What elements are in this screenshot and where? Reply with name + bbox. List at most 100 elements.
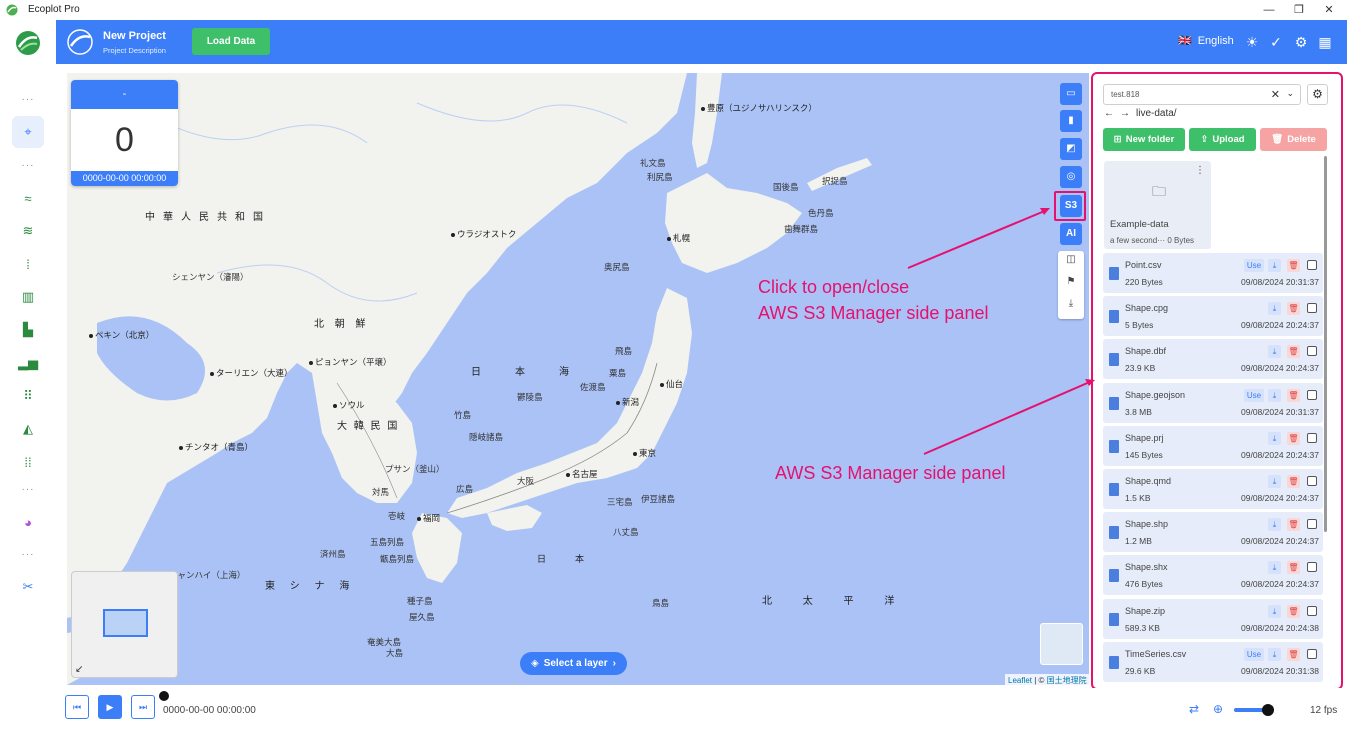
folder-card[interactable]: 🗀 ⋮ Example-data a few second··· 0 Bytes: [1104, 161, 1211, 249]
map-pin-icon[interactable]: ⌖: [12, 116, 44, 148]
trash-icon[interactable]: 🗑: [1287, 432, 1300, 445]
download-icon[interactable]: ⤓: [1268, 302, 1281, 315]
bucket-settings-button[interactable]: ⚙: [1307, 84, 1328, 105]
download-icon[interactable]: ⤓: [1068, 298, 1074, 309]
download-icon[interactable]: ⤓: [1268, 475, 1281, 488]
download-icon[interactable]: ⤓: [1268, 345, 1281, 358]
file-checkbox[interactable]: [1307, 390, 1317, 400]
minimap-toggle-icon[interactable]: ↙: [75, 664, 84, 675]
file-checkbox[interactable]: [1307, 476, 1317, 486]
timeline-handle[interactable]: [159, 691, 169, 701]
chart-icon[interactable]: ▮: [1060, 110, 1082, 132]
use-button[interactable]: Use: [1244, 389, 1264, 402]
download-icon[interactable]: ⤓: [1268, 259, 1281, 272]
trash-icon[interactable]: 🗑: [1287, 389, 1300, 402]
instagram-icon[interactable]: ◎: [1060, 166, 1082, 188]
globe-thumbnail[interactable]: [1040, 623, 1083, 665]
use-button[interactable]: Use: [1244, 259, 1264, 272]
pie-chart-icon[interactable]: ◕: [24, 514, 32, 530]
file-checkbox[interactable]: [1307, 433, 1317, 443]
skip-back-button[interactable]: ⏮: [65, 695, 89, 719]
dot-chart-icon[interactable]: ⁞⁞: [24, 454, 32, 470]
trash-icon[interactable]: 🗑: [1287, 345, 1300, 358]
image-icon[interactable]: ◩: [1060, 138, 1082, 160]
flag-icon[interactable]: ⚑: [1066, 276, 1076, 287]
ai-button[interactable]: AI: [1060, 223, 1082, 245]
minimap-viewport[interactable]: [103, 609, 148, 637]
file-checkbox[interactable]: [1307, 649, 1317, 659]
file-checkbox[interactable]: [1307, 303, 1317, 313]
download-icon[interactable]: ⤓: [1268, 648, 1281, 661]
chevron-down-icon[interactable]: ⌄: [1286, 88, 1294, 98]
bar-chart-icon[interactable]: ▥: [21, 289, 35, 304]
gsi-link[interactable]: 国土地理院: [1046, 676, 1087, 685]
project-name[interactable]: New Project: [103, 30, 166, 42]
line-chart-icon[interactable]: ≈: [24, 190, 32, 206]
download-icon[interactable]: ⤓: [1268, 518, 1281, 531]
bar-chart-2-icon[interactable]: ▙: [23, 322, 33, 337]
download-icon[interactable]: ⤓: [1268, 432, 1281, 445]
loop-icon[interactable]: ⇄: [1188, 702, 1200, 716]
more-options-icon[interactable]: ⋮: [1195, 165, 1205, 176]
trash-icon[interactable]: 🗑: [1287, 475, 1300, 488]
settings-gear-icon[interactable]: ⚙: [1294, 34, 1308, 50]
line-chart-2-icon[interactable]: ≋: [22, 223, 34, 238]
bucket-select[interactable]: test.818 ✕ ⌄: [1103, 84, 1301, 105]
scatter-chart-icon[interactable]: ⁞: [26, 256, 30, 272]
use-button[interactable]: Use: [1244, 648, 1264, 661]
download-icon[interactable]: ⤓: [1268, 389, 1281, 402]
target-icon[interactable]: ⊕: [1212, 702, 1224, 716]
trash-icon[interactable]: 🗑: [1287, 518, 1300, 531]
area-chart-icon[interactable]: ◭: [23, 421, 33, 436]
skip-forward-button[interactable]: ⏭: [131, 695, 155, 719]
check-circle-icon[interactable]: ✓: [1270, 34, 1282, 50]
tools-icon[interactable]: ✂: [22, 579, 34, 594]
screen-icon[interactable]: ▭: [1060, 83, 1082, 105]
trash-icon[interactable]: 🗑: [1287, 259, 1300, 272]
language-selector[interactable]: 🇬🇧 English: [1178, 34, 1234, 48]
forward-arrow-icon[interactable]: →: [1120, 108, 1130, 119]
trash-icon[interactable]: 🗑: [1287, 561, 1300, 574]
download-icon[interactable]: ⤓: [1268, 561, 1281, 574]
file-checkbox[interactable]: [1307, 346, 1317, 356]
clear-icon[interactable]: ✕: [1270, 89, 1280, 101]
map-view[interactable]: 中華人民共和国 北 朝 鮮 大 韓 民 国 日 本 海 東 シ ナ 海 北 太 …: [67, 73, 1089, 685]
load-data-button[interactable]: Load Data: [192, 28, 270, 55]
file-checkbox[interactable]: [1307, 562, 1317, 572]
theme-sun-icon[interactable]: ☀: [1245, 34, 1259, 50]
speed-slider-knob[interactable]: [1262, 704, 1274, 716]
download-icon[interactable]: ⤓: [1268, 605, 1281, 618]
panel-scrollbar[interactable]: [1324, 156, 1327, 532]
dot-grid-icon[interactable]: ⠿: [23, 388, 33, 403]
speed-slider[interactable]: [1234, 704, 1274, 716]
project-description[interactable]: Project Description: [103, 46, 166, 55]
select-layer-button[interactable]: ◈ Select a layer ›: [520, 652, 627, 675]
trash-icon[interactable]: 🗑: [1287, 302, 1300, 315]
file-checkbox[interactable]: [1307, 519, 1317, 529]
maximize-button[interactable]: ❐: [1294, 4, 1304, 16]
minimize-button[interactable]: —: [1263, 4, 1275, 16]
new-folder-button[interactable]: ⊞New folder: [1103, 128, 1185, 151]
trash-icon[interactable]: 🗑: [1287, 648, 1300, 661]
trash-icon[interactable]: 🗑: [1287, 605, 1300, 618]
upload-button[interactable]: ⇪Upload: [1189, 128, 1256, 151]
split-view-icon[interactable]: ◫: [1066, 254, 1076, 265]
grid-apps-icon[interactable]: ▦: [1318, 34, 1332, 50]
leaflet-link[interactable]: Leaflet: [1008, 676, 1033, 685]
file-checkbox[interactable]: [1307, 260, 1317, 270]
close-window-button[interactable]: ✕: [1324, 4, 1334, 16]
bar-chart-3-icon[interactable]: ▂▅: [18, 355, 38, 370]
minimap[interactable]: ↙: [71, 571, 178, 678]
back-arrow-icon[interactable]: ←: [1104, 108, 1114, 119]
play-button[interactable]: ▶: [98, 695, 122, 719]
